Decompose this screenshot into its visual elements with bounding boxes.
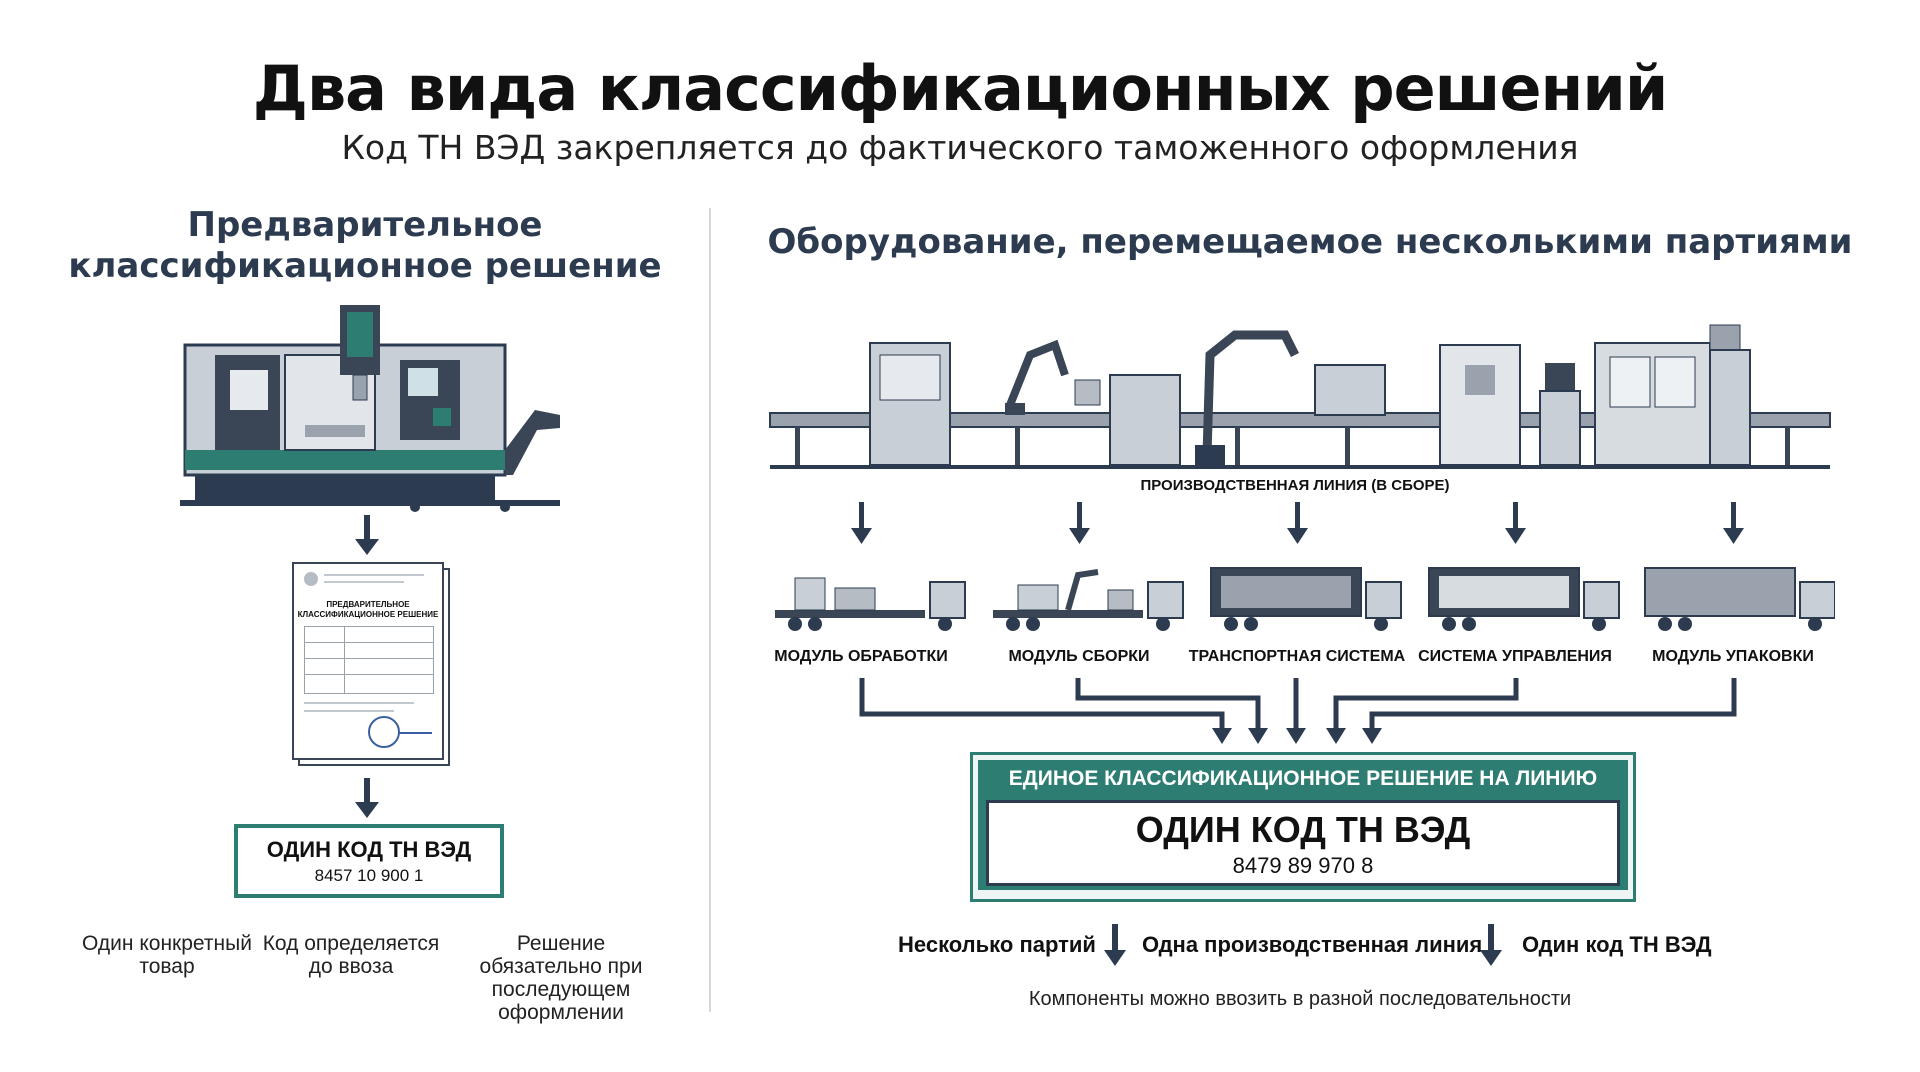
down-arrow-icon xyxy=(1480,924,1502,966)
main-title: Два вида классификационных решений xyxy=(252,52,1669,125)
decision-header: ЕДИНОЕ КЛАССИФИКАЦИОННОЕ РЕШЕНИЕ НА ЛИНИ… xyxy=(1008,767,1598,790)
column-divider xyxy=(709,208,711,1012)
flow-step-2: Одна производственная линия xyxy=(1142,932,1483,957)
module-label-packing: МОДУЛЬ УПАКОВКИ xyxy=(1652,648,1814,665)
down-arrow-icon xyxy=(355,778,379,818)
emblem-icon xyxy=(304,572,318,586)
module-label-control: СИСТЕМА УПРАВЛЕНИЯ xyxy=(1418,648,1612,665)
production-line-illustration xyxy=(769,324,1831,469)
module-label-transport: ТРАНСПОРТНАЯ СИСТЕМА xyxy=(1188,648,1406,665)
left-note-1: Один конкретный товар xyxy=(82,932,252,978)
left-code-value: 8457 10 900 1 xyxy=(314,866,424,885)
flow-step-3: Один код ТН ВЭД xyxy=(1522,932,1712,957)
trucks-illustration xyxy=(775,567,1835,631)
module-label-processing: МОДУЛЬ ОБРАБОТКИ xyxy=(774,648,948,665)
right-decision-box: ЕДИНОЕ КЛАССИФИКАЦИОННОЕ РЕШЕНИЕ НА ЛИНИ… xyxy=(970,752,1636,902)
production-line-label: ПРОИЗВОДСТВЕННАЯ ЛИНИЯ (В СБОРЕ) xyxy=(1140,477,1450,494)
classification-document: ПРЕДВАРИТЕЛЬНОЕ КЛАССИФИКАЦИОННОЕ РЕШЕНИ… xyxy=(292,562,450,768)
decision-code-value: 8479 89 970 8 xyxy=(1232,853,1374,878)
left-heading: Предварительное классификационное решени… xyxy=(60,205,670,287)
left-note-2: Код определяется до ввоза xyxy=(262,932,440,978)
seal-icon xyxy=(368,716,400,748)
document-title: ПРЕДВАРИТЕЛЬНОЕ КЛАССИФИКАЦИОННОЕ РЕШЕНИ… xyxy=(297,600,439,619)
left-heading-line1: Предварительное xyxy=(187,205,543,245)
down-arrow-icon xyxy=(1104,924,1126,966)
main-subtitle: Код ТН ВЭД закрепляется до фактического … xyxy=(341,128,1579,167)
left-heading-line2: классификационное решение xyxy=(68,246,662,286)
module-label-assembly: МОДУЛЬ СБОРКИ xyxy=(1008,648,1150,665)
cnc-machine-illustration xyxy=(180,305,560,512)
left-code-box: ОДИН КОД ТН ВЭД 8457 10 900 1 xyxy=(234,824,504,898)
left-note-3: Решение обязательно при последующем офор… xyxy=(479,932,643,1024)
right-footnote: Компоненты можно ввозить в разной послед… xyxy=(1028,988,1572,1010)
right-heading: Оборудование, перемещаемое несколькими п… xyxy=(767,222,1853,262)
down-arrow-icon xyxy=(355,515,379,555)
converging-arrows xyxy=(859,678,1737,744)
flow-step-1: Несколько партий xyxy=(898,932,1096,957)
left-code-label: ОДИН КОД ТН ВЭД xyxy=(266,837,472,862)
module-arrows xyxy=(851,502,1744,544)
decision-code-label: ОДИН КОД ТН ВЭД xyxy=(1135,809,1471,850)
